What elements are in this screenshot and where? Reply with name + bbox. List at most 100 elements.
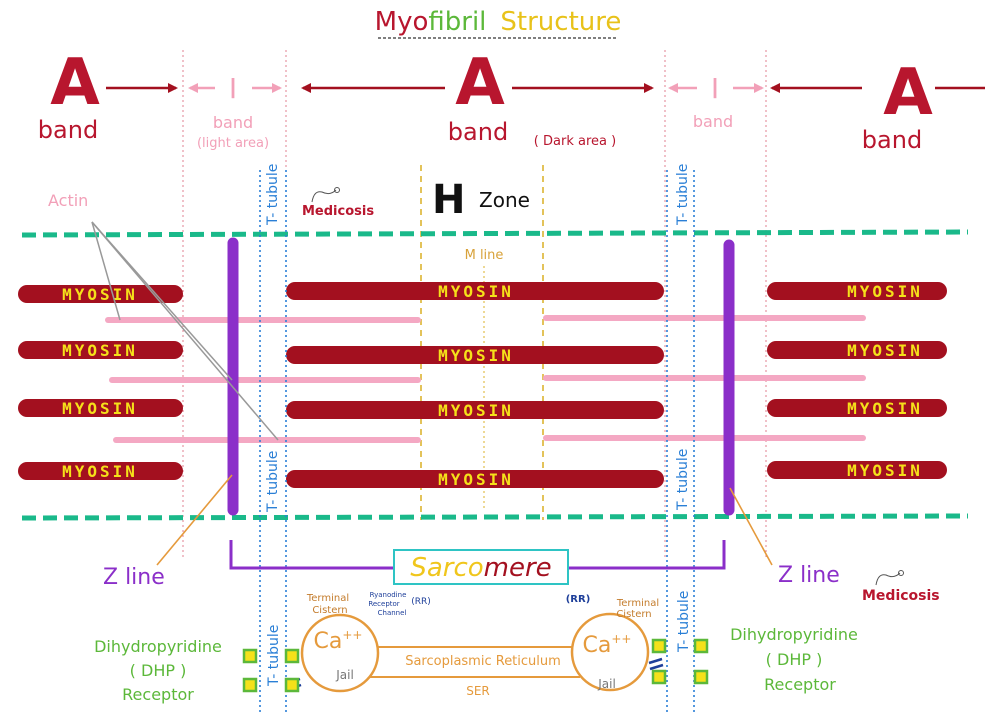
m-line-label: M line xyxy=(465,248,504,263)
dhp-receptor-square xyxy=(242,648,258,664)
myosin-label: MYOSIN xyxy=(847,341,923,360)
ryanodine-line3: Channel xyxy=(378,609,407,617)
dhp-label-right-line3: Receptor xyxy=(764,675,836,694)
title-part-myo: Myo xyxy=(375,7,429,37)
t-tubule-label-bottom-left: T- tubule xyxy=(266,625,282,687)
myosin-filament xyxy=(767,282,947,300)
rr-coupling-right xyxy=(648,657,664,671)
h-zone-word: Zone xyxy=(479,188,530,212)
myosin-filament xyxy=(767,461,947,479)
myosin-label: MYOSIN xyxy=(438,401,514,420)
myosin-label: MYOSIN xyxy=(847,282,923,301)
stethoscope-icon xyxy=(311,187,340,203)
sarcomere-label-box xyxy=(393,549,569,585)
title-part-structure: Structure xyxy=(500,7,621,37)
myosin-filament xyxy=(18,341,183,359)
actin-filaments xyxy=(105,315,866,443)
dhp-receptor-square xyxy=(284,648,300,664)
actin-pointers xyxy=(91,221,279,441)
z-line-label-left: Z line xyxy=(103,565,165,590)
terminal-cistern-right-line1: Terminal xyxy=(616,598,659,609)
myosin-filament xyxy=(286,282,664,300)
sarcomere-label: Sarcomere xyxy=(410,553,551,583)
dhp-receptor-square xyxy=(693,669,709,685)
a-band-word-right: band xyxy=(862,126,922,154)
a-band-word-left: band xyxy=(38,116,98,144)
myosin-label: MYOSIN xyxy=(62,462,138,481)
i-band-letter-right: I xyxy=(711,72,719,105)
title-part-fibril: fibril xyxy=(428,7,486,37)
brand-watermark-top: Medicosis xyxy=(302,204,374,219)
myosin-label: MYOSIN xyxy=(62,399,138,418)
terminal-cistern-left-line1: Terminal xyxy=(306,593,349,604)
reticulum-label: Sarcoplasmic Reticulum xyxy=(405,654,561,669)
z-line-pointer-left xyxy=(156,474,233,566)
myosin-filament xyxy=(18,462,183,480)
calcium-ion-left: Ca++ xyxy=(314,628,363,654)
dhp-receptor-squares-right xyxy=(651,638,709,685)
i-band-light-note: (light area) xyxy=(197,136,269,151)
myosin-filament xyxy=(286,346,664,364)
h-zone-letter: H xyxy=(432,177,465,223)
myosin-label: MYOSIN xyxy=(847,461,923,480)
sarcomere-label-part2: mere xyxy=(484,553,552,583)
myosin-filament xyxy=(18,399,183,417)
calcium-symbol: Ca xyxy=(314,629,343,654)
myosin-filaments: MYOSIN MYOSIN MYOSIN MYOSIN MYOSIN MYOSI… xyxy=(18,282,947,489)
sarcomere-top-border xyxy=(21,229,969,238)
calcium-symbol: Ca xyxy=(583,633,612,658)
calcium-charge: ++ xyxy=(611,632,631,646)
jail-label-right: Jail xyxy=(597,677,616,691)
terminal-cistern-left xyxy=(300,613,380,693)
t-tubule-label-bottom-right: T- tubule xyxy=(676,591,692,653)
sarcomere-label-part1: Sarco xyxy=(410,553,483,583)
z-line-label-right: Z line xyxy=(778,563,840,588)
myosin-filament xyxy=(767,399,947,417)
dhp-receptor-square xyxy=(651,669,667,685)
t-tubule-label-mid-left: T- tubule xyxy=(265,451,281,513)
calcium-charge: ++ xyxy=(342,628,362,642)
ryanodine-line2: Receptor xyxy=(368,600,399,608)
ser-label: SER xyxy=(466,684,490,698)
a-band-letter-center: A xyxy=(455,46,505,120)
dhp-label-left-line3: Receptor xyxy=(122,685,194,704)
sarcomere-bottom-border xyxy=(21,513,969,521)
i-band-word-left: band xyxy=(213,113,253,132)
myosin-label: MYOSIN xyxy=(438,282,514,301)
t-tubule-label-top-right: T- tubule xyxy=(675,164,691,226)
a-band-word-center: band xyxy=(448,118,508,146)
z-line-pointer-right xyxy=(729,487,773,566)
dhp-receptor-squares-left xyxy=(242,648,300,693)
myosin-filament xyxy=(286,470,664,488)
i-band-letter-left: I xyxy=(229,72,237,105)
diagram-title: Myofibril Structure xyxy=(375,7,622,37)
myosin-label: MYOSIN xyxy=(438,346,514,365)
myosin-label: MYOSIN xyxy=(438,470,514,489)
myosin-label: MYOSIN xyxy=(62,341,138,360)
t-tubule-label-mid-right: T- tubule xyxy=(675,449,691,511)
stethoscope-icon xyxy=(875,570,904,586)
ryanodine-tag: (RR) xyxy=(411,597,431,607)
dhp-label-left-line2: ( DHP ) xyxy=(130,661,187,680)
i-band-word-right: band xyxy=(693,112,733,131)
myosin-filament xyxy=(286,401,664,419)
jail-label-left: Jail xyxy=(335,668,354,682)
dhp-label-left-line1: Dihydropyridine xyxy=(94,637,222,656)
t-tubule-lines xyxy=(259,170,695,715)
dhp-label-right-line2: ( DHP ) xyxy=(766,650,823,669)
myosin-label: MYOSIN xyxy=(847,399,923,418)
terminal-cistern-left-line2: Cistern xyxy=(312,605,347,616)
ryanodine-line1: Ryanodine xyxy=(370,591,407,599)
terminal-cistern-right-line2: Cistern xyxy=(616,609,651,620)
rr-tag-right: (RR) xyxy=(566,594,591,605)
t-tubule-label-top-left: T- tubule xyxy=(265,164,281,226)
brand-watermark-bottom: Medicosis xyxy=(862,588,940,604)
terminal-cistern-right xyxy=(570,612,650,692)
a-band-letter-left: A xyxy=(50,46,100,120)
myosin-filament xyxy=(767,341,947,359)
a-band-letter-right: A xyxy=(883,56,933,130)
dhp-receptor-square xyxy=(284,677,300,693)
dhp-receptor-square xyxy=(693,638,709,654)
